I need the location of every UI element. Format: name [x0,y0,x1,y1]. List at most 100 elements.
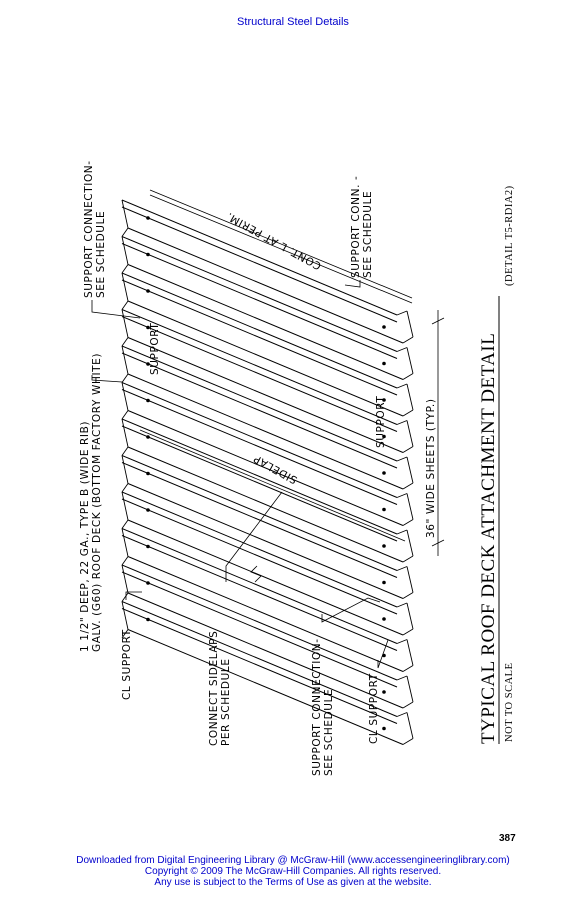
deck-line [396,675,408,681]
deck-line [121,316,398,432]
deck-line [121,337,129,347]
connect-sidelaps-label: CONNECT SIDELAPS [208,631,220,746]
deck-line [121,455,398,571]
support-connection-label: SUPPORT CONNECTION- [83,160,95,298]
footer-line-3: Any use is subject to the Terms of Use a… [154,877,432,888]
deck-line [402,628,414,636]
deck-line [121,199,398,316]
deck-line [121,592,129,602]
deck-line [406,712,414,739]
deck-line [406,456,414,484]
deck-line [402,665,414,672]
deck-line [121,556,129,566]
deck-line [406,566,414,593]
fastener-dot [146,581,150,585]
fastener-dot [382,361,386,366]
deck-line [127,629,404,745]
fastener-dot [146,471,150,476]
deck-line [121,227,129,237]
deck-line [396,639,408,644]
see-schedule-bottom-label: SEE SCHEDULE [323,689,335,776]
deck-line [127,300,404,417]
deck-line [402,519,414,526]
fastener-dot [382,471,386,475]
fastener-dot [382,544,386,548]
deck-line [396,712,408,717]
deck-line [121,300,129,310]
deck-line [402,446,414,453]
deck-line [402,555,414,563]
deck-line [396,529,408,535]
deck-line [127,227,404,344]
deck-line [121,601,398,717]
deck-line [121,243,398,359]
footer-line-1: Downloaded from Digital Engineering Libr… [76,855,510,866]
deck-line [402,373,414,380]
deck-line [149,189,413,299]
deck-line [127,483,404,599]
deck-line [121,382,129,411]
cl-support-bottom-label: CL SUPPORT [368,673,380,744]
deck-line [121,410,129,420]
deck-line [121,462,398,578]
deck-line [121,425,398,542]
deck-line [402,701,414,709]
fastener-dot [382,325,386,329]
deck-line [121,455,129,484]
deck-line [121,418,398,535]
leader-lines [91,280,445,669]
fastener-dot [146,289,150,293]
deck-line [127,446,404,563]
fastener-dot [146,252,150,257]
cl-support-left-label: CL SUPPORT [121,629,133,700]
deck-line [127,264,404,380]
deck-line [121,498,398,615]
deck-line [121,535,398,651]
fastener-dot [146,325,150,330]
deck-line [121,519,129,529]
deck-line [121,236,398,352]
deck-line [121,629,129,639]
page-header: Structural Steel Details [237,16,349,28]
deck-line [121,389,398,505]
fastener-dot [146,216,150,220]
per-schedule-label: PER SCHEDULE [220,658,232,746]
deck-line [127,519,404,636]
fastener-dot [382,690,386,694]
cont-angle-label: CONT. L AT PERIM. [224,210,323,272]
deck-line [127,410,404,526]
deck-line [406,639,414,666]
scale-note: NOT TO SCALE [504,662,515,742]
deck-line [149,194,413,304]
deck-line [121,345,398,462]
deck-line [406,529,414,557]
fastener-dot [146,398,150,403]
deck-line [402,738,414,745]
deck-line [406,493,414,520]
deck-line [121,608,398,724]
fastener-dot [382,507,386,512]
deck-line [121,309,398,425]
drawing-title: TYPICAL ROOF DECK ATTACHMENT DETAIL [478,333,499,744]
deck-line [402,592,414,599]
fastener-dot [146,617,150,622]
deck-line [406,675,414,703]
deck-line [396,310,408,316]
deck-line [121,491,398,608]
deck-line [406,420,414,447]
support-upper-label: SUPPORT [149,323,161,375]
fastener-dot [382,617,386,621]
support-conn-right-label: SUPPORT CONN. - [350,176,362,278]
deck-line [406,602,414,630]
deck-line [396,456,408,462]
page-number: 387 [499,833,516,844]
fastener-dot [382,726,386,731]
deck-line [396,420,408,425]
deck-line [121,206,398,323]
deck-line [121,373,129,383]
deck-line [121,528,129,557]
deck-line [406,347,414,374]
fastener-points [146,216,386,731]
deck-line [121,264,129,274]
